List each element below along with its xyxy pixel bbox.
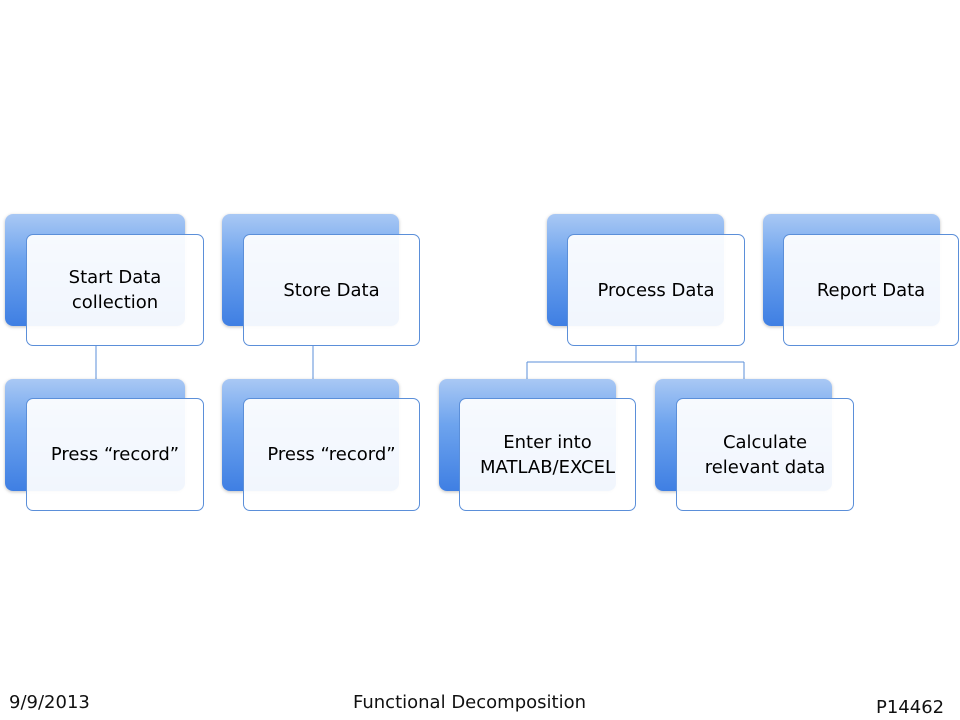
footer-date: 9/9/2013 (9, 692, 90, 713)
calculate-relevant-data-label: Calculate relevant data (704, 431, 826, 478)
calculate-relevant-data-node[interactable]: Calculate relevant data (676, 398, 854, 511)
enter-into-matlab-excel-node[interactable]: Enter into MATLAB/EXCEL (459, 398, 636, 511)
store-data-node[interactable]: Store Data (243, 234, 420, 346)
process-data-node[interactable]: Process Data (567, 234, 745, 346)
press-record-2-node[interactable]: Press “record” (243, 398, 420, 511)
footer-title: Functional Decomposition (353, 692, 586, 713)
process-data-label: Process Data (597, 279, 715, 301)
start-data-collection-label: Start Data collection (68, 267, 162, 313)
report-data-node[interactable]: Report Data (783, 234, 959, 346)
press-record-1-label: Press “record” (50, 444, 180, 465)
store-data-label: Store Data (283, 279, 380, 301)
report-data-label: Report Data (816, 279, 926, 301)
press-record-1-node[interactable]: Press “record” (26, 398, 204, 511)
press-record-2-label: Press “record” (267, 444, 396, 465)
footer-project-code: P14462 (876, 697, 945, 718)
enter-into-matlab-excel-label: Enter into MATLAB/EXCEL (480, 431, 615, 478)
start-data-collection-node[interactable]: Start Data collection (26, 234, 204, 346)
